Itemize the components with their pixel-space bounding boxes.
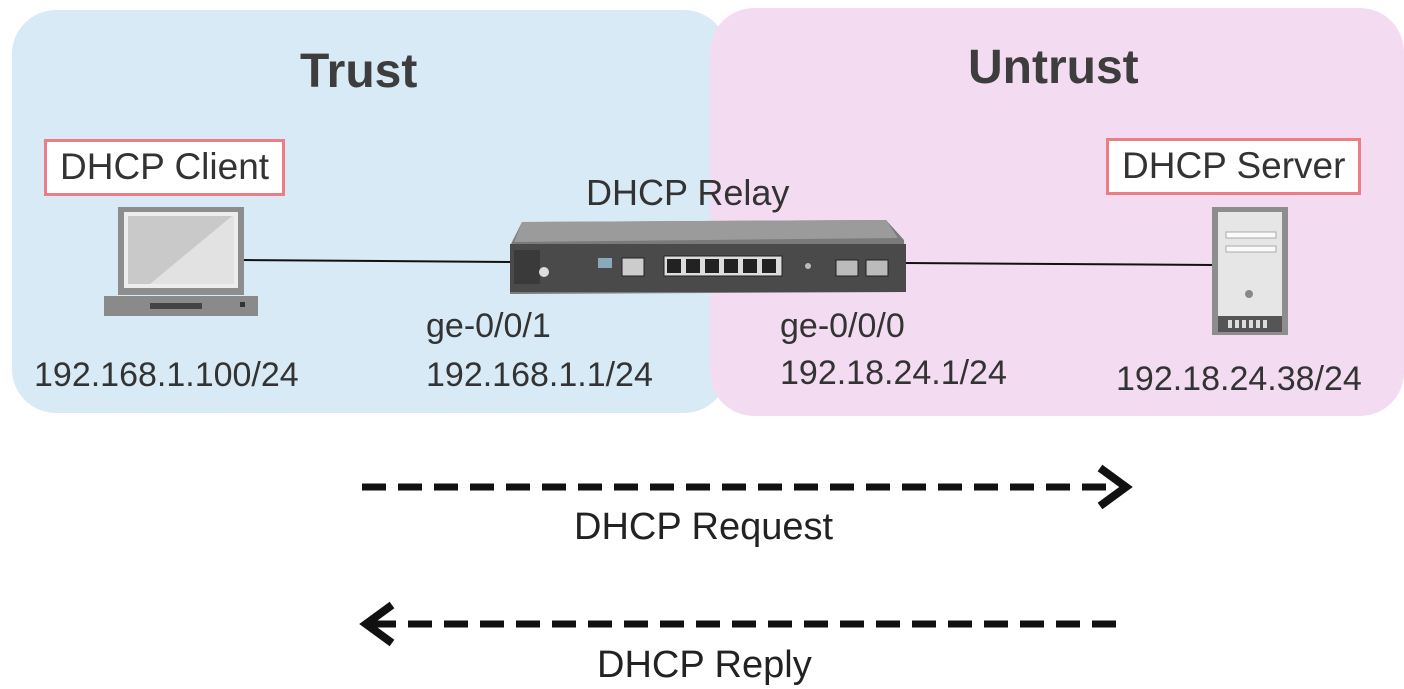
- request-arrow: [362, 464, 1133, 510]
- laptop-icon: [104, 207, 258, 316]
- trust-zone-title: Trust: [300, 45, 418, 98]
- client-ip: 192.168.1.100/24: [34, 356, 299, 394]
- server-ip: 192.18.24.38/24: [1116, 360, 1362, 398]
- dhcp-request-label: DHCP Request: [574, 506, 834, 548]
- router-icon: [510, 220, 906, 294]
- relay-left-interface-ip: 192.168.1.1/24: [426, 356, 653, 394]
- dhcp-relay-label: DHCP Relay: [586, 172, 790, 213]
- untrust-zone: [710, 8, 1404, 416]
- relay-server-link: [904, 262, 1215, 266]
- relay-right-interface-name: ge-0/0/0: [780, 307, 905, 345]
- server-icon: [1212, 207, 1288, 335]
- relay-right-interface-ip: 192.18.24.1/24: [780, 354, 1007, 392]
- untrust-zone-title: Untrust: [968, 41, 1139, 94]
- dhcp-reply-label: DHCP Reply: [597, 644, 812, 686]
- reply-arrow: [359, 601, 1126, 647]
- dhcp-client-label: DHCP Client: [44, 139, 286, 196]
- dhcp-server-label: DHCP Server: [1106, 138, 1362, 195]
- client-relay-link: [241, 259, 511, 263]
- relay-left-interface-name: ge-0/0/1: [426, 307, 551, 345]
